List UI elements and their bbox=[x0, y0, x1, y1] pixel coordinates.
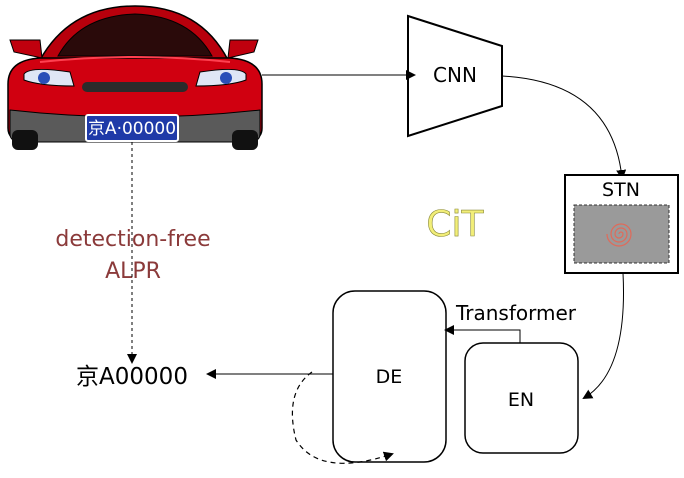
detection-free-label: detection-free bbox=[55, 227, 210, 252]
license-plate-text: 京A·00000 bbox=[88, 119, 176, 139]
stn-to-en-arrow bbox=[582, 272, 624, 400]
car-illustration bbox=[7, 5, 263, 150]
encoder-block: EN bbox=[464, 342, 579, 454]
cnn-label: CNN bbox=[433, 63, 477, 87]
license-plate: 京A·00000 bbox=[85, 114, 179, 142]
decoder-block: DE bbox=[332, 290, 447, 463]
cit-label: CiT bbox=[426, 204, 484, 245]
output-plate-text: 京A00000 bbox=[76, 364, 188, 390]
stn-feature-map bbox=[573, 204, 670, 264]
stn-label: STN bbox=[602, 179, 640, 201]
encoder-label: EN bbox=[508, 389, 534, 411]
cnn-block: CNN bbox=[407, 14, 503, 138]
stn-block: STN bbox=[564, 174, 679, 274]
autoregressive-loop-arrow bbox=[291, 371, 394, 464]
alpr-label: ALPR bbox=[105, 259, 161, 284]
en-to-de-arrow bbox=[444, 325, 521, 343]
spiral-icon bbox=[606, 223, 632, 247]
transformer-label: Transformer bbox=[455, 301, 577, 325]
decoder-label: DE bbox=[376, 366, 403, 388]
cnn-to-stn-arrow bbox=[501, 75, 627, 180]
